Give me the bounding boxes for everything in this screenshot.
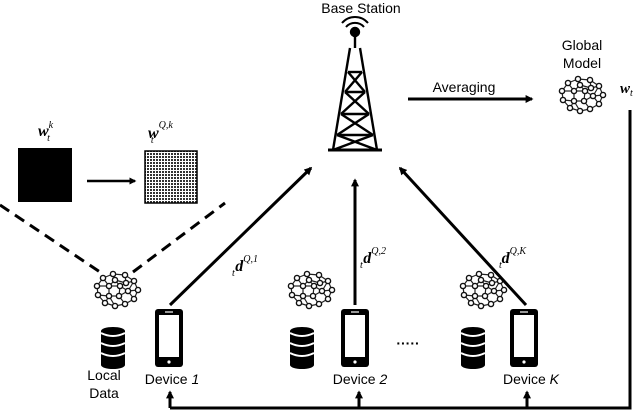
- device-2-model-brain-icon: [287, 270, 336, 310]
- zoom-dashed-line-right: [132, 201, 226, 274]
- device-1-phone-icon: [155, 309, 183, 367]
- local-data-label-line1: Local: [87, 367, 120, 383]
- device-2-phone-icon: [341, 309, 369, 367]
- device-1-upload-arrow: [168, 166, 313, 307]
- global-model-label-line2: Model: [563, 55, 601, 71]
- device-1-label: Device 1: [145, 371, 199, 387]
- global-weight-label: wt: [620, 81, 633, 99]
- base-station-tower-icon: [328, 16, 382, 152]
- device-2-label: Device 2: [333, 371, 388, 387]
- global-model-brain-icon: [558, 75, 607, 115]
- device-k-label: Device K: [503, 371, 560, 387]
- device-1-model-brain-icon: [93, 270, 142, 310]
- base-station-label: Base Station: [321, 0, 400, 16]
- device-k-database-icon: [460, 327, 486, 369]
- zoom-dashed-line-left: [0, 203, 101, 274]
- device-k-upload-arrow: [398, 166, 528, 307]
- local-data-label-line2: Data: [89, 385, 119, 401]
- quantized-weight-matrix: [144, 150, 198, 204]
- device-1-database-icon: [100, 327, 126, 369]
- more-devices-ellipsis: ·····: [396, 335, 419, 351]
- device-2-database-icon: [289, 327, 315, 369]
- averaging-label: Averaging: [433, 79, 496, 95]
- device-k-phone-icon: [510, 309, 538, 367]
- global-model-label-line1: Global: [562, 37, 602, 53]
- local-weight-matrix: [18, 148, 72, 202]
- device-k-model-brain-icon: [459, 270, 508, 310]
- broadcast-feedback-line: [170, 110, 632, 410]
